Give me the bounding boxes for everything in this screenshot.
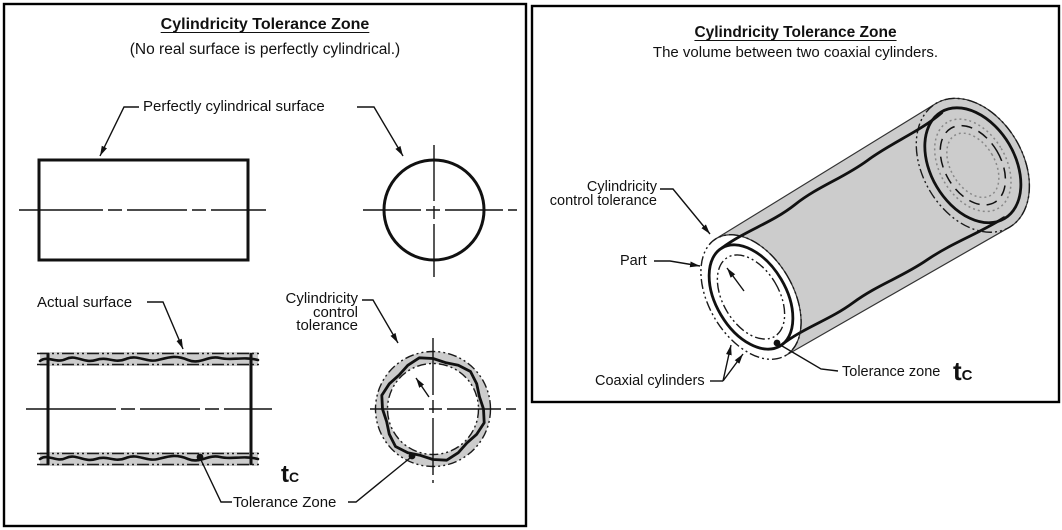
- right-panel-title: Cylindricity Tolerance Zone: [694, 24, 897, 41]
- label-actual-surface: Actual surface: [37, 294, 133, 311]
- perfect-cylinder-end-view: [363, 145, 517, 277]
- actual-surface-lines: [720, 111, 1006, 348]
- tc-symbol-right: tC: [953, 356, 973, 386]
- tolerance-zone-dot-end: [408, 452, 416, 460]
- perfect-cylinder-side-view: [19, 158, 266, 262]
- label-tolerance-zone-left: Tolerance Zone: [233, 494, 337, 511]
- label-cylindricity-control-tolerance-right: Cylindricity control tolerance: [549, 179, 657, 209]
- tc-symbol-left: tC: [281, 461, 300, 488]
- left-panel-subtitle: (No real surface is perfectly cylindrica…: [129, 41, 401, 58]
- label-part: Part: [620, 253, 647, 269]
- label-perfectly-cylindrical-surface: Perfectly cylindrical surface: [143, 98, 325, 115]
- label-cylindricity-control-tolerance-left: Cylindricity control tolerance: [285, 290, 358, 334]
- left-bottom-leaders: [147, 299, 430, 503]
- perfect-surface-leaders: [99, 106, 404, 157]
- label-coaxial-cylinders: Coaxial cylinders: [595, 373, 705, 389]
- actual-cylinder-end-view: [370, 338, 516, 483]
- left-panel-title: Cylindricity Tolerance Zone: [160, 16, 370, 33]
- actual-cylinder-side-view: [26, 352, 272, 466]
- right-panel-leaders: [654, 188, 839, 382]
- tolerance-zone-dot-side: [196, 453, 204, 461]
- tolerance-zone-dot-3d: [773, 339, 781, 347]
- label-tolerance-zone-right: Tolerance zone: [842, 364, 941, 380]
- right-panel-subtitle: The volume between two coaxial cylinders…: [652, 44, 939, 61]
- left-panel-border: [2, 2, 528, 528]
